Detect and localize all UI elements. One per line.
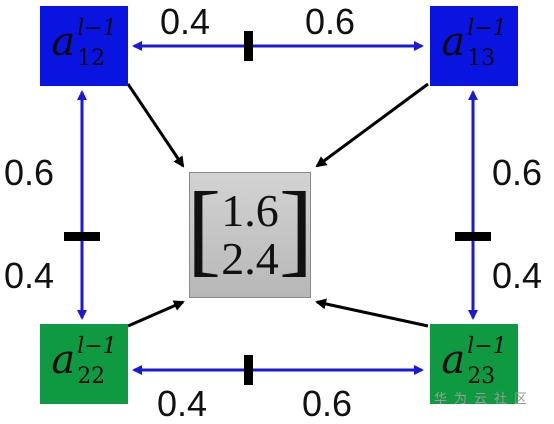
weight-right-lower: 0.4 — [492, 255, 543, 296]
node-a12-superscript: l−1 — [77, 16, 117, 41]
weight-right-upper: 0.6 — [492, 152, 543, 193]
vector-value-top: 1.6 — [221, 184, 279, 236]
node-a13-superscript: l−1 — [467, 16, 507, 41]
arrow-a23-to-center — [315, 298, 429, 328]
split-tick-bottom — [244, 355, 253, 385]
node-a22-superscript: l−1 — [77, 334, 117, 359]
node-a22-subscript: 22 — [77, 364, 106, 389]
split-tick-left — [64, 232, 100, 241]
node-a23-base: a — [441, 337, 466, 383]
split-tick-top — [244, 31, 253, 61]
node-a13: a l−1 13 — [430, 6, 518, 86]
center-vector-box: [ 1.6 2.4 ] — [186, 171, 314, 298]
vector-values: 1.6 2.4 — [221, 184, 279, 284]
arrow-a12-to-center — [126, 83, 185, 168]
node-a22-base: a — [51, 337, 76, 383]
left-bracket: [ — [186, 171, 222, 286]
arrow-a13-to-center — [315, 82, 429, 168]
right-bracket: ] — [278, 171, 314, 286]
weight-top-right: 0.6 — [305, 1, 356, 42]
node-a12-subscript: 12 — [77, 46, 106, 71]
watermark: 华为云社区 — [434, 392, 535, 407]
weight-left-lower: 0.4 — [4, 255, 55, 296]
vector-value-bottom: 2.4 — [221, 233, 279, 284]
weight-bottom-left: 0.4 — [157, 383, 208, 424]
node-a12: a l−1 12 — [40, 6, 128, 86]
node-a23: a l−1 23 — [430, 324, 518, 404]
node-a23-superscript: l−1 — [467, 334, 507, 359]
node-a12-base: a — [51, 19, 76, 65]
node-a13-subscript: 13 — [467, 46, 496, 71]
arrow-a22-to-center — [127, 300, 185, 328]
weight-left-upper: 0.6 — [4, 152, 55, 193]
split-tick-right — [455, 232, 491, 241]
node-a23-subscript: 23 — [467, 364, 496, 389]
node-a13-base: a — [441, 19, 466, 65]
weight-bottom-right: 0.6 — [302, 383, 353, 424]
weight-top-left: 0.4 — [160, 1, 211, 42]
node-a22: a l−1 22 — [40, 324, 128, 404]
